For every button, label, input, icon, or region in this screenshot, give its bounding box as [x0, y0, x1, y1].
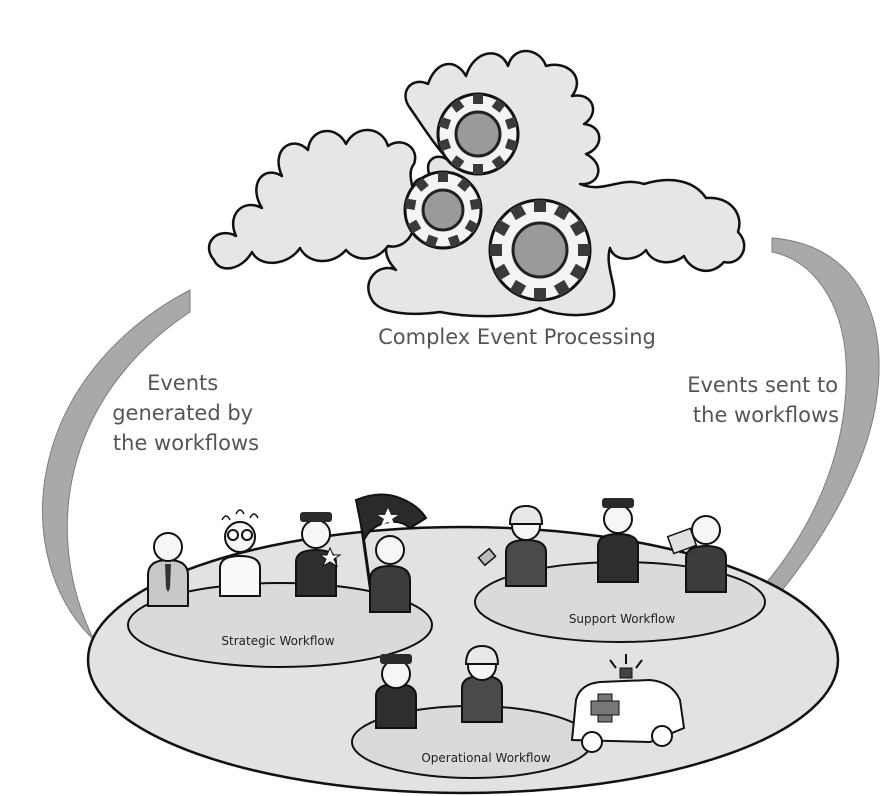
left-arrow-label-line: Events — [147, 371, 218, 395]
firefighter-icon — [477, 504, 547, 587]
right-arrow-label: Events sent to the workflows — [687, 373, 845, 427]
operational-workflow-label: Operational Workflow — [421, 751, 551, 765]
support-workflow-label: Support Workflow — [569, 612, 676, 626]
gear-icon — [436, 92, 520, 176]
right-arrow-label-line: the workflows — [693, 403, 839, 427]
left-arrow-label-line: the workflows — [113, 431, 259, 455]
person-icon — [147, 532, 189, 607]
police-officer-icon — [375, 654, 417, 729]
strategic-workflow-ellipse — [127, 582, 433, 668]
police-officer-icon — [295, 512, 342, 597]
gear-icon — [403, 170, 483, 250]
police-officer-icon — [597, 498, 639, 583]
scientist-icon — [219, 509, 261, 597]
cloud-icon — [207, 128, 417, 270]
right-arrow-label-line: Events sent to — [687, 373, 838, 397]
person-icon — [369, 535, 411, 613]
firefighter-icon — [461, 644, 503, 723]
strategic-workflow-label: Strategic Workflow — [221, 634, 334, 648]
left-arrow-label: Events generated by the workflows — [112, 371, 260, 455]
left-arrow — [42, 289, 191, 641]
cep-label: Complex Event Processing — [378, 325, 656, 349]
person-icon — [666, 515, 727, 593]
left-arrow-label-line: generated by — [112, 401, 253, 425]
gear-icon — [488, 198, 592, 302]
ambulance-icon — [570, 654, 686, 753]
